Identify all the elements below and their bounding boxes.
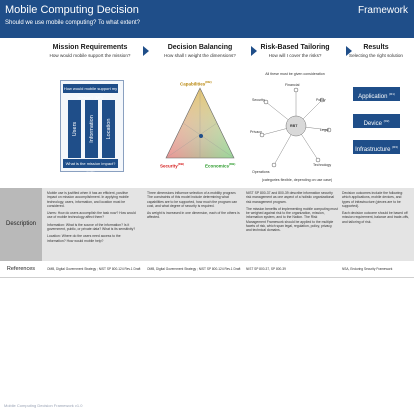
risk-label-financial: Financial [285, 83, 300, 87]
triangle-median-3 [182, 122, 235, 159]
risk-node-financial [293, 87, 299, 93]
page-subtitle: Should we use mobile computing? To what … [5, 20, 140, 26]
column-title-balancing: Decision Balancing [167, 44, 233, 51]
mission-location-bar: Location [102, 100, 115, 158]
desc-results-p1: Decision outcomes include the following:… [342, 191, 404, 208]
description-label: Description [0, 188, 42, 261]
column-subtitle-risk: How will I cover the risks? [268, 53, 322, 58]
desc-balancing-p1: Three dimensions influence selection of … [147, 191, 238, 208]
result-infrastructure: Infrastructure (R3) [353, 140, 400, 154]
risk-label-policy: Policy [316, 98, 326, 102]
risk-center-label: RBT [290, 124, 298, 128]
reference-results: NSA, Enduring Security Framework [342, 267, 393, 271]
column-subtitle-results: Selecting the right solution [349, 53, 403, 58]
framework-label: Framework [357, 5, 408, 16]
risk-node-legal [326, 127, 332, 133]
column-subtitle-balancing: How shall I weight the dimensions? [164, 53, 236, 58]
reference-risk: NIST SP 800-37, SP 800-39 [246, 267, 286, 271]
desc-balancing-p2: As weight is increased in one dimension,… [147, 211, 240, 220]
mission-bottom-bar: What is the mission impact? (MR) [63, 159, 118, 175]
flow-arrow-2 [251, 46, 257, 56]
mission-users-bar: Users [68, 100, 81, 158]
result-application: Application (R1) [353, 87, 400, 101]
description-mission: Mobile use is justified when it has an e… [47, 191, 137, 246]
reference-mission: OMB, Digital Government Strategy ; NIST … [47, 267, 141, 271]
risk-node-operations [271, 162, 277, 168]
risk-caption-top: All these must be given consideration [265, 72, 325, 76]
mission-top-bar: How would mobile support my mission? (MR… [63, 84, 118, 100]
description-risk: NIST SP 800-37 and 800-39 describe infor… [246, 191, 338, 236]
description-balancing: Three dimensions influence selection of … [147, 191, 242, 223]
risk-label-security: Security [252, 98, 265, 102]
result-device: Device (R2) [353, 114, 400, 128]
desc-mission-p3: Information: What is the source of the i… [47, 222, 136, 232]
flow-arrow-1 [143, 46, 149, 56]
risk-node-technology [315, 157, 321, 163]
risk-hub-diagram [259, 87, 332, 168]
risk-label-privacy: Privacy [250, 130, 262, 134]
reference-balancing: OMB, Digital Government Strategy ; NIST … [147, 267, 241, 271]
column-title-results: Results [363, 44, 389, 51]
desc-mission-p2: Users: How do users accomplish the task … [47, 211, 136, 220]
risk-node-security [263, 99, 269, 105]
desc-mission-p4: Location: Where do the users need access… [47, 234, 121, 243]
label-security: Security(DB) [160, 162, 185, 169]
balance-point [199, 134, 203, 138]
risk-node-policy [319, 97, 325, 103]
description-band [0, 188, 414, 261]
desc-risk-p2: The mission benefits of implementing mob… [246, 206, 338, 233]
flow-arrow-3 [346, 46, 352, 56]
references-label: References [6, 266, 36, 272]
mission-information-bar: Information [85, 100, 98, 158]
mission-information-label: Information [88, 115, 95, 143]
desc-results-p2: Each decision outcome should be based of… [342, 211, 410, 224]
mission-users-label: Users [71, 121, 78, 137]
risk-node-privacy [259, 132, 265, 138]
label-economics: Economics(DB) [205, 162, 236, 169]
desc-mission-p1: Mobile use is justified when it has an e… [47, 191, 129, 208]
risk-label-technology: Technology [313, 163, 332, 167]
triangle-median-2 [165, 122, 218, 159]
risk-caption-bottom: (categories flexible, depending on use c… [261, 178, 333, 182]
column-title-risk: Risk-Based Tailoring [260, 44, 330, 51]
column-title-mission: Mission Requirements [52, 44, 128, 51]
page-title: Mobile Computing Decision [5, 4, 139, 16]
footer-text: Mobile Computing Decision Framework v1.0 [4, 403, 83, 408]
header-banner: Mobile Computing Decision Should we use … [0, 0, 414, 38]
mission-location-label: Location [105, 118, 112, 140]
risk-label-legal: Legal [320, 128, 329, 132]
balancing-triangle [165, 87, 235, 159]
references-divider [0, 277, 414, 278]
risk-label-operations: Operations [252, 170, 270, 174]
label-capabilities: Capabilities(DB) [180, 80, 212, 87]
description-results: Decision outcomes include the following:… [342, 191, 410, 227]
column-subtitle-mission: How would mobile support the mission? [49, 53, 131, 58]
desc-risk-p1: NIST SP 800-37 and 800-39 describe infor… [246, 191, 335, 204]
